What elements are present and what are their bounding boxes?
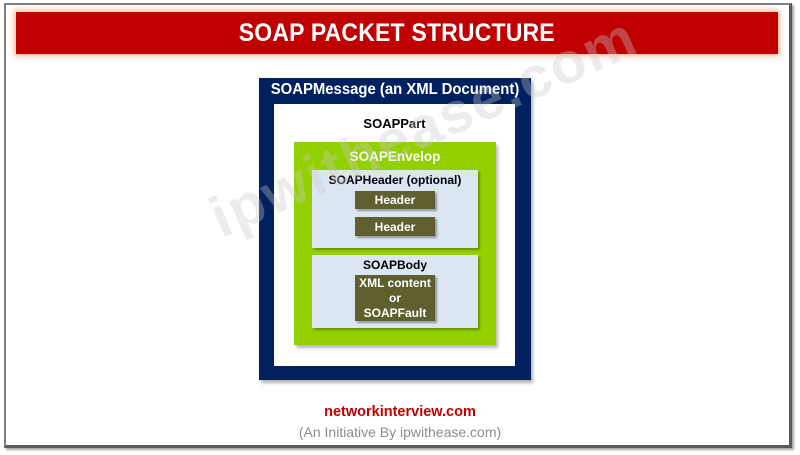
body-content-line: XML content xyxy=(359,275,431,290)
soap-part-box: SOAPPart SOAPEnvelop SOAPHeader (optiona… xyxy=(274,104,515,366)
soap-body-box: SOAPBody XML content or SOAPFault xyxy=(312,255,478,328)
soap-body-label: SOAPBody xyxy=(362,258,427,272)
title-banner: SOAP PACKET STRUCTURE xyxy=(16,12,778,54)
soap-part-label: SOAPPart xyxy=(363,116,426,131)
body-content-block: XML content or SOAPFault xyxy=(355,275,435,321)
header-block: Header xyxy=(355,217,435,236)
soap-message-box: SOAPMessage (an XML Document) SOAPPart S… xyxy=(259,78,531,380)
soap-header-label: SOAPHeader (optional) xyxy=(328,173,462,187)
soap-header-box: SOAPHeader (optional) Header Header xyxy=(312,170,478,248)
body-content-line: or xyxy=(389,290,401,305)
footer-subtitle: (An Initiative By ipwithease.com) xyxy=(298,424,502,440)
page-title: SOAP PACKET STRUCTURE xyxy=(238,18,556,47)
soap-envelop-label: SOAPEnvelop xyxy=(349,149,441,164)
body-content-line: SOAPFault xyxy=(363,305,427,320)
soap-message-label: SOAPMessage (an XML Document) xyxy=(270,81,520,98)
header-block: Header xyxy=(355,191,435,209)
soap-envelop-box: SOAPEnvelop SOAPHeader (optional) Header… xyxy=(294,142,496,345)
footer-site-link: networkinterview.com xyxy=(324,404,476,420)
